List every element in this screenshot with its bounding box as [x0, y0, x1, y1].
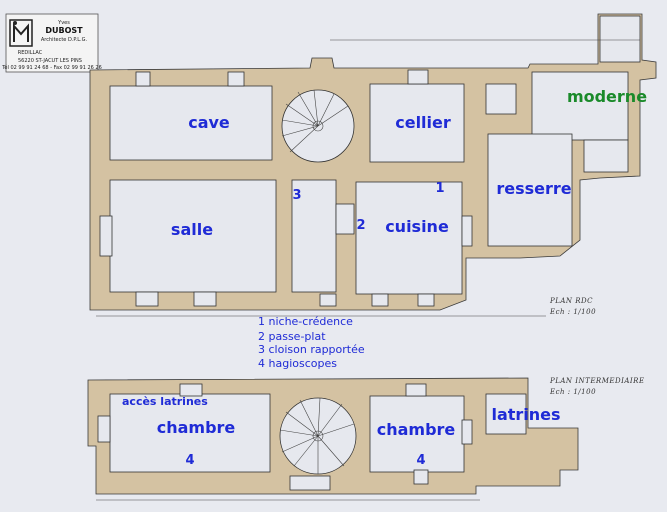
label-resserre: resserre [496, 179, 571, 198]
intermediate-floor-plan [87, 377, 579, 501]
stamp-address: 56220 ST-JACUT LES PINS [18, 58, 82, 64]
architect-logo-icon [9, 19, 33, 47]
ground-floor-scale: Ech : 1/100 [549, 308, 596, 316]
room-cuisine [355, 181, 463, 295]
legend-item-2: 2 passe-plat [258, 330, 326, 343]
label-cuisine: cuisine [385, 217, 449, 236]
ground-floor-plan-title: PLAN RDC [549, 297, 593, 305]
label-salle: salle [171, 220, 213, 239]
legend-item-1: 1 niche-crédence [258, 315, 353, 328]
room-chambre-right [369, 395, 465, 473]
marker-4-right: 4 [416, 453, 425, 468]
label-chambre-left: chambre [157, 418, 236, 437]
stamp-last-name: DUBOST [45, 26, 83, 35]
legend-item-4: 4 hagioscopes [258, 357, 337, 370]
marker-1: 1 [435, 181, 444, 196]
central-corridor [291, 179, 337, 293]
label-cellier: cellier [395, 113, 451, 132]
room-resserre [487, 133, 573, 247]
label-acces-latrines: accès latrines [122, 395, 208, 408]
label-moderne: moderne [567, 87, 647, 106]
stamp-place: REDILLAC [18, 50, 43, 56]
stamp-title: Architecte D.P.L.G. [41, 37, 88, 43]
room-latrines [485, 393, 527, 435]
stamp-first-name: Yves [57, 20, 70, 26]
label-chambre-right: chambre [377, 420, 456, 439]
room-cave [109, 85, 273, 161]
marker-3: 3 [292, 188, 301, 203]
legend-item-3: 3 cloison rapportée [258, 343, 365, 356]
room-salle [109, 179, 277, 293]
room-moderne [531, 71, 629, 141]
intermediate-scale: Ech : 1/100 [549, 388, 596, 396]
stamp-phone: Tél 02 99 91 24 68 - Fax 02 99 91 26 26 [1, 64, 102, 71]
legend: 1 niche-crédence 2 passe-plat 3 cloison … [258, 315, 365, 370]
room-cellier [369, 83, 465, 163]
architect-stamp: Yves DUBOST Architecte D.P.L.G. REDILLAC… [1, 13, 102, 73]
marker-2: 2 [356, 218, 365, 233]
room-chambre-left [109, 393, 271, 473]
intermediate-plan-title: PLAN INTERMEDIAIRE [549, 377, 645, 385]
marker-4-left: 4 [185, 453, 194, 468]
label-cave: cave [188, 113, 230, 132]
ground-floor-plan [89, 13, 657, 317]
label-latrines: latrines [491, 405, 560, 424]
